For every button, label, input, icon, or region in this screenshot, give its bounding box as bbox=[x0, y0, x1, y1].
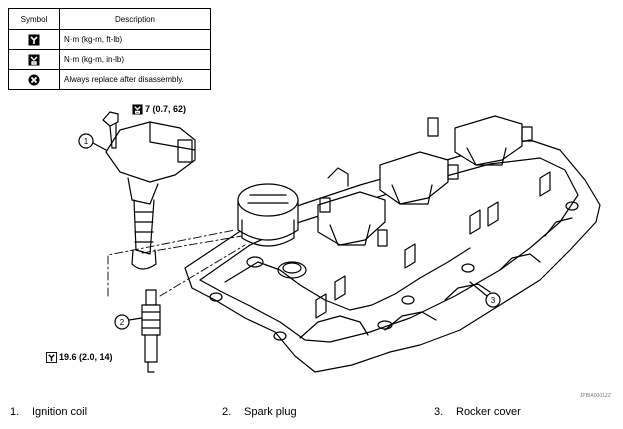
caption-label: Spark plug bbox=[244, 406, 297, 418]
legend-row: Always replace after disassembly. bbox=[8, 69, 211, 90]
caption-number: 3. bbox=[434, 406, 444, 418]
ignition-coil bbox=[105, 121, 196, 270]
legend-description: N·m (kg-m, in-lb) bbox=[59, 49, 211, 70]
torque-spec-plug: 19.6 (2.0, 14) bbox=[46, 352, 113, 364]
torque-value-bolt: 7 (0.7, 62) bbox=[145, 104, 187, 114]
spark-plug bbox=[141, 289, 161, 373]
oil-filler-cap bbox=[237, 183, 299, 247]
alignment-lines bbox=[107, 229, 246, 297]
callout-1-label: 1 bbox=[84, 137, 89, 146]
torque-wrench-inlb-icon bbox=[132, 104, 143, 115]
torque-wrench-icon bbox=[28, 34, 40, 45]
caption-item: 3. Rocker cover bbox=[434, 406, 521, 418]
caption-number: 1. bbox=[10, 406, 20, 418]
figure-code: JPBIA0001ZZ bbox=[579, 393, 611, 399]
always-replace-icon bbox=[28, 74, 40, 85]
legend-header-symbol: Symbol bbox=[8, 8, 60, 30]
installed-coils bbox=[317, 115, 533, 247]
caption-label: Ignition coil bbox=[32, 406, 88, 418]
callout-1 bbox=[78, 133, 107, 151]
legend-description: N·m (kg-m, ft-lb) bbox=[59, 29, 211, 50]
callout-3 bbox=[469, 281, 501, 308]
caption-item: 1. Ignition coil bbox=[10, 406, 87, 418]
legend-description: Always replace after disassembly. bbox=[59, 69, 211, 90]
callout-2 bbox=[114, 314, 143, 330]
caption-number: 2. bbox=[222, 406, 232, 418]
callout-3-label: 3 bbox=[491, 296, 496, 305]
torque-value-plug: 19.6 (2.0, 14) bbox=[59, 352, 113, 362]
torque-spec-bolt: 7 (0.7, 62) bbox=[132, 104, 186, 115]
torque-wrench-icon bbox=[46, 352, 57, 364]
callout-2-label: 2 bbox=[120, 318, 125, 327]
caption-item: 2. Spark plug bbox=[222, 406, 297, 418]
caption-label: Rocker cover bbox=[456, 406, 521, 418]
symbol-legend-table: Symbol Description N·m (kg-m, ft-lb) N·m… bbox=[8, 8, 211, 90]
legend-header-description: Description bbox=[59, 8, 211, 30]
bolt bbox=[102, 111, 119, 149]
legend-row: N·m (kg-m, in-lb) bbox=[8, 49, 211, 70]
legend-header-row: Symbol Description bbox=[8, 8, 211, 30]
legend-row: N·m (kg-m, ft-lb) bbox=[8, 29, 211, 50]
torque-wrench-inlb-icon bbox=[28, 54, 40, 65]
